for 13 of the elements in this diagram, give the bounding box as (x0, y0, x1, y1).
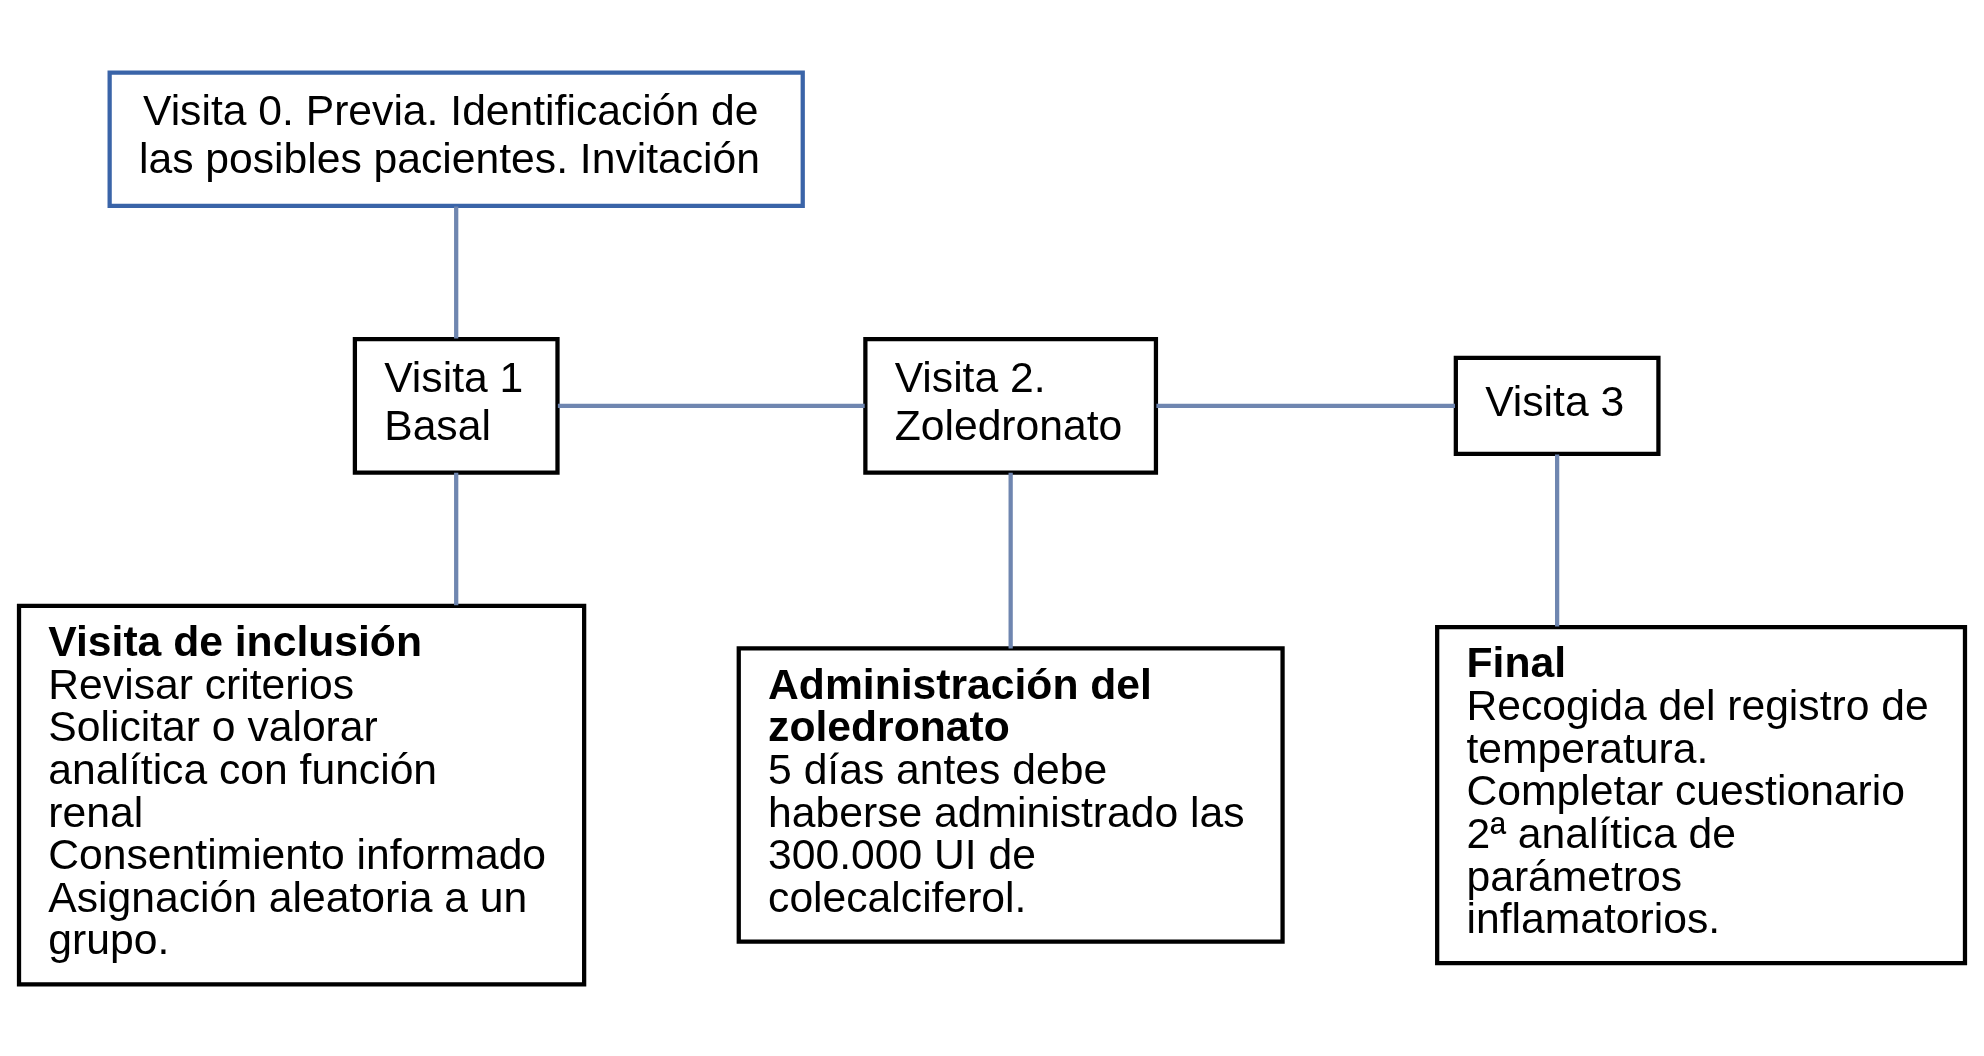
node-box: Final Recogida del registro de temperatura. Completar cuestionario 2ª analítica de parámetros inflamatorios. (1435, 624, 1968, 965)
connector (454, 472, 459, 605)
node-box: Visita 2. Zoledronato (863, 336, 1159, 475)
connector (1555, 453, 1560, 627)
node-box: Administración del zoledronato 5 días antes debe haberse administrado las 300.000 UI de colecalciferol. (736, 645, 1285, 944)
node-box: Visita 3 (1453, 355, 1661, 456)
connector (1156, 403, 1455, 408)
connector (557, 403, 865, 408)
connector (454, 206, 459, 339)
connector (1008, 472, 1013, 648)
node-box: Visita de inclusión Revisar criterios Solicitar o valorar analítica con función renal Consentimiento informado Asignación aleatoria a un grupo. (16, 603, 587, 986)
node-box: Visita 0. Previa. Identificación de las posibles pacientes. Invitación (107, 70, 805, 208)
node-box: Visita 1 Basal (352, 336, 560, 475)
